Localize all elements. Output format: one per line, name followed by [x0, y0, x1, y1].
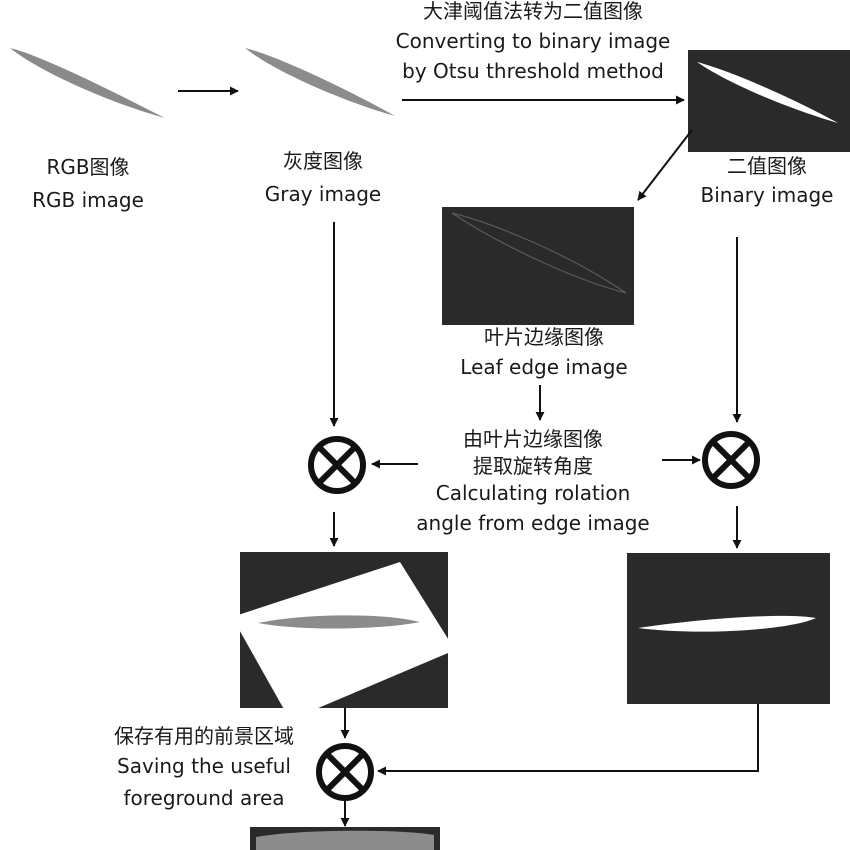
label-angle-en-2: angle from edge image: [416, 511, 649, 535]
label-save-en-1: Saving the useful: [117, 754, 291, 778]
arrow-binary-to-save-op: [377, 704, 759, 776]
gray-leaf-image: [245, 48, 395, 116]
leaf-edge-image-panel: [442, 207, 634, 325]
label-gray-zh: 灰度图像: [283, 149, 363, 173]
label-edge-en: Leaf edge image: [460, 355, 627, 379]
label-otsu-en-2: by Otsu threshold method: [402, 59, 664, 83]
labels: RGB图像 RGB image 灰度图像 Gray image 大津阈值法转为二…: [32, 0, 833, 810]
label-rgb-zh: RGB图像: [46, 155, 129, 179]
final-foreground-image: [250, 827, 440, 850]
label-angle-en-1: Calculating rolation: [436, 481, 631, 505]
rgb-leaf-image: [10, 48, 165, 118]
label-gray-en: Gray image: [265, 182, 381, 206]
label-angle-zh-2: 提取旋转角度: [473, 454, 593, 478]
label-otsu-zh: 大津阈值法转为二值图像: [423, 0, 643, 23]
label-angle-zh-1: 由叶片边缘图像: [463, 427, 603, 451]
arrow-binary-to-edge: [637, 129, 693, 201]
multiply-circle-icon: [308, 436, 366, 494]
label-rgb-en: RGB image: [32, 188, 144, 212]
label-save-zh: 保存有用的前景区域: [114, 724, 294, 748]
label-binary-zh: 二值图像: [727, 154, 807, 178]
label-otsu-en-1: Converting to binary image: [396, 29, 671, 53]
label-edge-zh: 叶片边缘图像: [484, 325, 604, 349]
rotated-binary-image-panel: [627, 553, 830, 704]
flow-arrows: [178, 86, 759, 827]
multiply-circle-icon: [316, 743, 374, 801]
rotated-gray-image-panel: [240, 552, 448, 708]
label-save-en-2: foreground area: [123, 786, 284, 810]
multiply-circle-icon: [702, 431, 760, 489]
binary-image-panel: [688, 50, 850, 152]
label-binary-en: Binary image: [701, 183, 834, 207]
